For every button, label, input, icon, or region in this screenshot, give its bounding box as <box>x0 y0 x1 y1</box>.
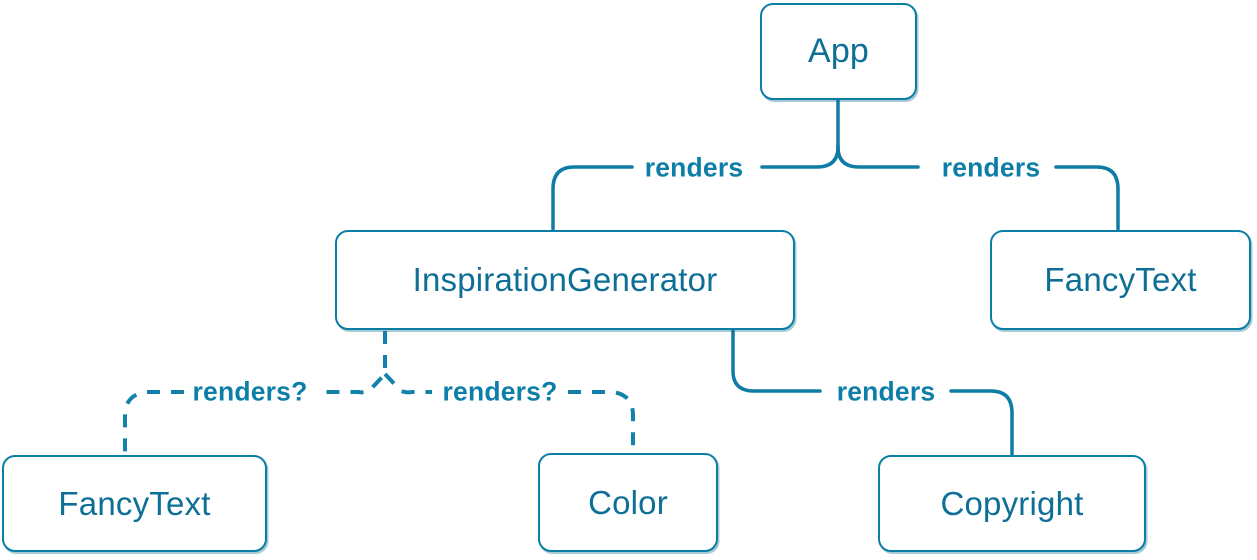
edge-label-renders-copyright: renders <box>836 376 936 407</box>
edge-inspirationgenerator-to-copyright <box>731 329 1014 456</box>
edge-inspirationgenerator-to-color-dashed <box>383 372 635 452</box>
node-app: App <box>760 3 917 100</box>
node-fancy-text-top: FancyText <box>990 230 1251 330</box>
edge-label-renders-app-right: renders <box>941 152 1041 183</box>
node-copyright: Copyright <box>878 455 1146 552</box>
edge-inspirationgenerator-to-fancytext-dashed <box>123 331 387 452</box>
node-color: Color <box>538 453 718 552</box>
edge-app-to-fancytext <box>836 145 1120 231</box>
node-inspiration-generator: InspirationGenerator <box>335 230 795 330</box>
edge-label-renders-question-left: renders? <box>192 376 308 407</box>
edge-label-renders-question-right: renders? <box>442 376 558 407</box>
node-fancy-text-bottom: FancyText <box>2 455 267 552</box>
edge-label-renders-app-left: renders <box>644 152 744 183</box>
